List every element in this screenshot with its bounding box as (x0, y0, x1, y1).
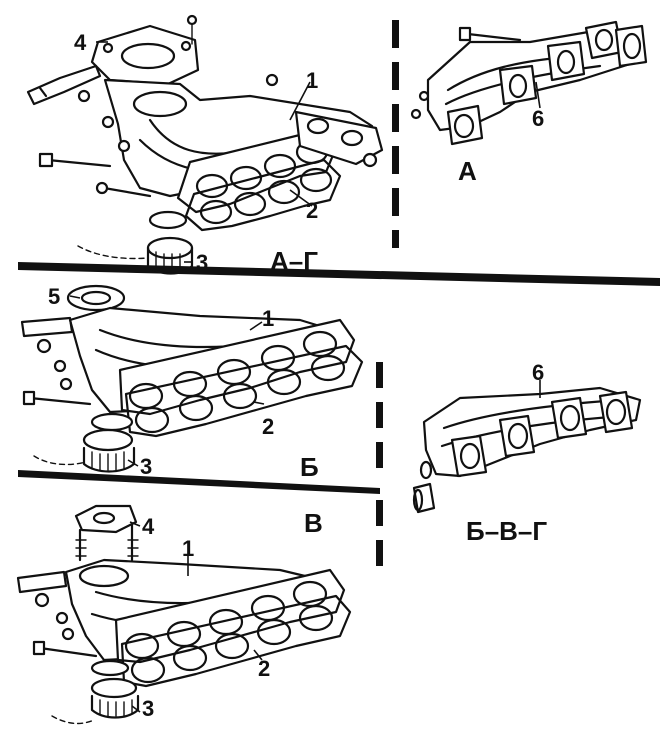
exhaust-manifold-b-v-g (412, 386, 642, 514)
divider-dashed-top (392, 20, 399, 248)
section-label-b-v-g: Б–В–Г (466, 516, 547, 546)
callout-1-top: 1 (306, 68, 318, 93)
exhaust-manifold-a (410, 20, 648, 146)
callout-3-bottom: 3 (142, 696, 154, 721)
divider-top (18, 262, 660, 286)
intake-manifold-v (16, 504, 352, 725)
section-labels: А–Г А Б В Б–В–Г (270, 156, 547, 546)
callout-2-bottom: 2 (258, 656, 270, 681)
callout-2-mid: 2 (262, 414, 274, 439)
separator-lines (18, 20, 660, 566)
callout-1-bottom: 1 (182, 536, 194, 561)
section-label-b: Б (300, 452, 319, 482)
intake-manifold-a-g (26, 14, 384, 275)
callout-3-mid: 3 (140, 454, 152, 479)
section-label-v: В (304, 508, 323, 538)
section-label-a-g: А–Г (270, 246, 318, 276)
divider-dashed-bottom (376, 362, 383, 566)
callout-6-top: 6 (532, 106, 544, 131)
callout-4-top: 4 (74, 30, 87, 55)
intake-manifold-b (20, 284, 364, 473)
section-label-a: А (458, 156, 477, 186)
divider-middle (18, 470, 380, 494)
callout-2-top: 2 (306, 198, 318, 223)
leader-lines (69, 41, 541, 713)
callout-6-mid: 6 (532, 360, 544, 385)
callout-1-mid: 1 (262, 306, 274, 331)
callout-5-mid: 5 (48, 284, 60, 309)
callout-4-bottom: 4 (142, 514, 155, 539)
callout-3-top: 3 (196, 250, 208, 275)
callout-labels: 4 1 2 3 6 5 1 2 3 6 4 1 2 3 (48, 30, 544, 721)
